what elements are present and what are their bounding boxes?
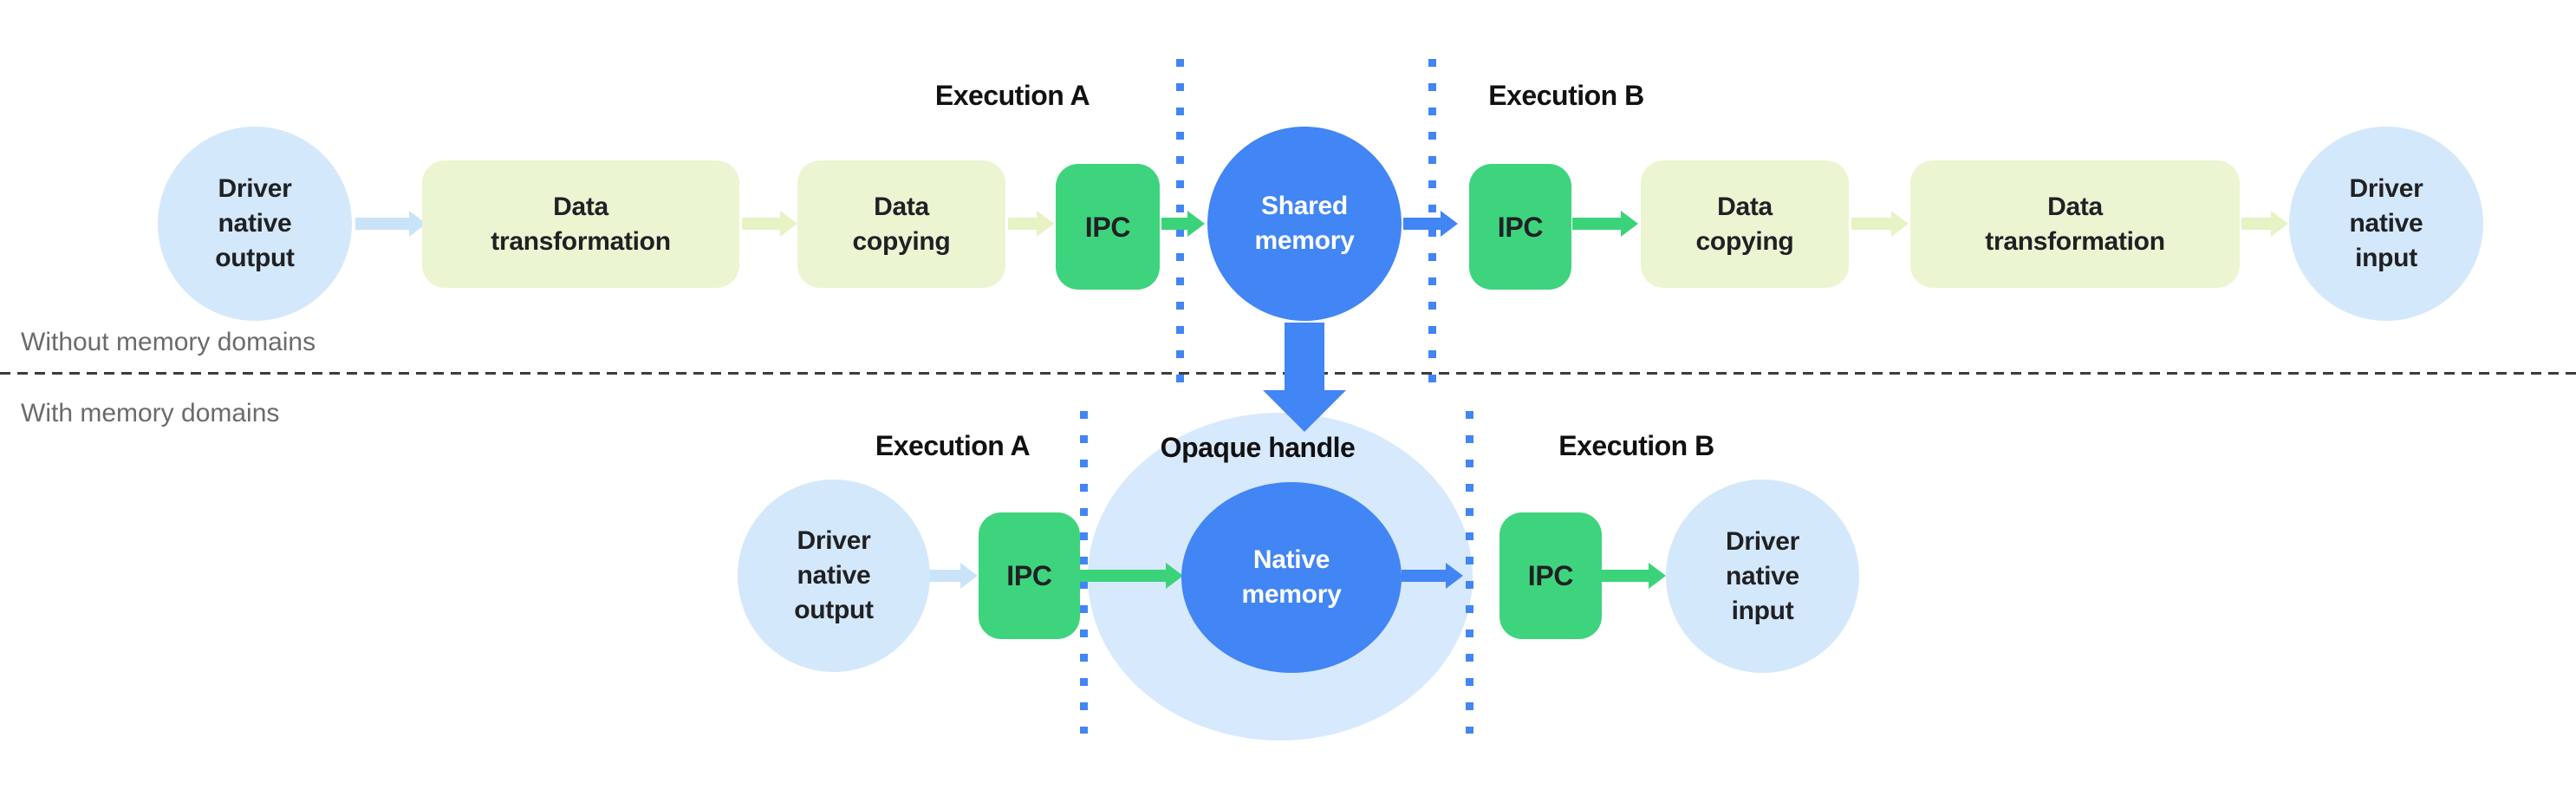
arrow-native-memory-to-ipc bbox=[1402, 563, 1463, 589]
bottom-driver-native-input-node: Driver native input bbox=[1666, 480, 1859, 673]
arrow-shaft bbox=[1403, 218, 1442, 230]
arrow-shaft bbox=[1161, 218, 1189, 230]
top-execution-a-label: Execution A bbox=[934, 80, 1090, 111]
top-data-transformation-a-node: Data transformation bbox=[422, 160, 739, 288]
top-data-copying-b-node: Data copying bbox=[1641, 160, 1849, 288]
arrow-head bbox=[1446, 563, 1463, 589]
arrow-shaft bbox=[1572, 218, 1623, 230]
arrow-copying-to-ipc bbox=[1008, 211, 1054, 237]
bottom-execution-a-label: Execution A bbox=[875, 430, 1031, 461]
arrow-ipc-to-input bbox=[1602, 563, 1666, 589]
arrow-shaft bbox=[1080, 570, 1168, 582]
top-driver-native-output-node: Driver native output bbox=[158, 127, 352, 321]
arrow-ipc-to-native-memory bbox=[1080, 563, 1183, 589]
arrow-transformation-to-input bbox=[2241, 211, 2288, 237]
arrow-head bbox=[1891, 211, 1909, 237]
arrow-head bbox=[1441, 211, 1458, 237]
arrow-transformation-to-copying bbox=[742, 211, 797, 237]
shared-memory-to-native-memory-arrow bbox=[1263, 323, 1346, 432]
with-memory-domains-label: With memory domains bbox=[21, 399, 280, 427]
arrow-shaft bbox=[2241, 218, 2273, 230]
top-ipc-a-node: IPC bbox=[1056, 164, 1160, 290]
top-ipc-b-node: IPC bbox=[1469, 164, 1571, 290]
arrow-output-to-transformation bbox=[355, 211, 426, 237]
bottom-ipc-a-node: IPC bbox=[979, 512, 1080, 639]
arrow-head bbox=[960, 563, 978, 589]
top-execution-b-label: Execution B bbox=[1488, 80, 1644, 111]
top-driver-native-input-node: Driver native input bbox=[2289, 127, 2483, 321]
arrow-copying-to-transformation bbox=[1851, 211, 1909, 237]
arrow-shaft bbox=[1008, 218, 1038, 230]
bottom-execution-b-label: Execution B bbox=[1558, 430, 1714, 461]
arrow-shaft bbox=[1285, 323, 1324, 392]
bottom-ipc-b-node: IPC bbox=[1499, 512, 1602, 639]
without-memory-domains-label: Without memory domains bbox=[21, 328, 316, 356]
arrow-shaft bbox=[742, 218, 782, 230]
bottom-driver-native-output-node: Driver native output bbox=[738, 480, 930, 672]
arrow-shared-memory-to-ipc bbox=[1403, 211, 1458, 237]
arrow-shaft bbox=[922, 570, 962, 582]
arrow-ipc-to-copying bbox=[1572, 211, 1638, 237]
arrow-head bbox=[1037, 211, 1054, 237]
arrow-head bbox=[1263, 390, 1346, 432]
arrow-output-to-ipc bbox=[922, 563, 978, 589]
arrow-head bbox=[1166, 563, 1183, 589]
bottom-execution-boundary-right-dotted-line bbox=[1466, 411, 1473, 734]
arrow-shaft bbox=[355, 218, 411, 230]
arrow-head bbox=[780, 211, 797, 237]
arrow-head bbox=[1621, 211, 1638, 237]
shared-memory-node: Shared memory bbox=[1207, 127, 1402, 321]
top-data-transformation-b-node: Data transformation bbox=[1910, 160, 2240, 288]
arrow-ipc-to-shared-memory bbox=[1161, 211, 1205, 237]
arrow-shaft bbox=[1851, 218, 1893, 230]
native-memory-node: Native memory bbox=[1181, 482, 1402, 673]
arrow-head bbox=[2271, 211, 2288, 237]
arrow-shaft bbox=[1602, 570, 1650, 582]
top-data-copying-a-node: Data copying bbox=[797, 160, 1005, 288]
arrow-head bbox=[1187, 211, 1205, 237]
arrow-shaft bbox=[1402, 570, 1447, 582]
opaque-handle-label: Opaque handle bbox=[1160, 432, 1356, 463]
arrow-head bbox=[1649, 563, 1666, 589]
